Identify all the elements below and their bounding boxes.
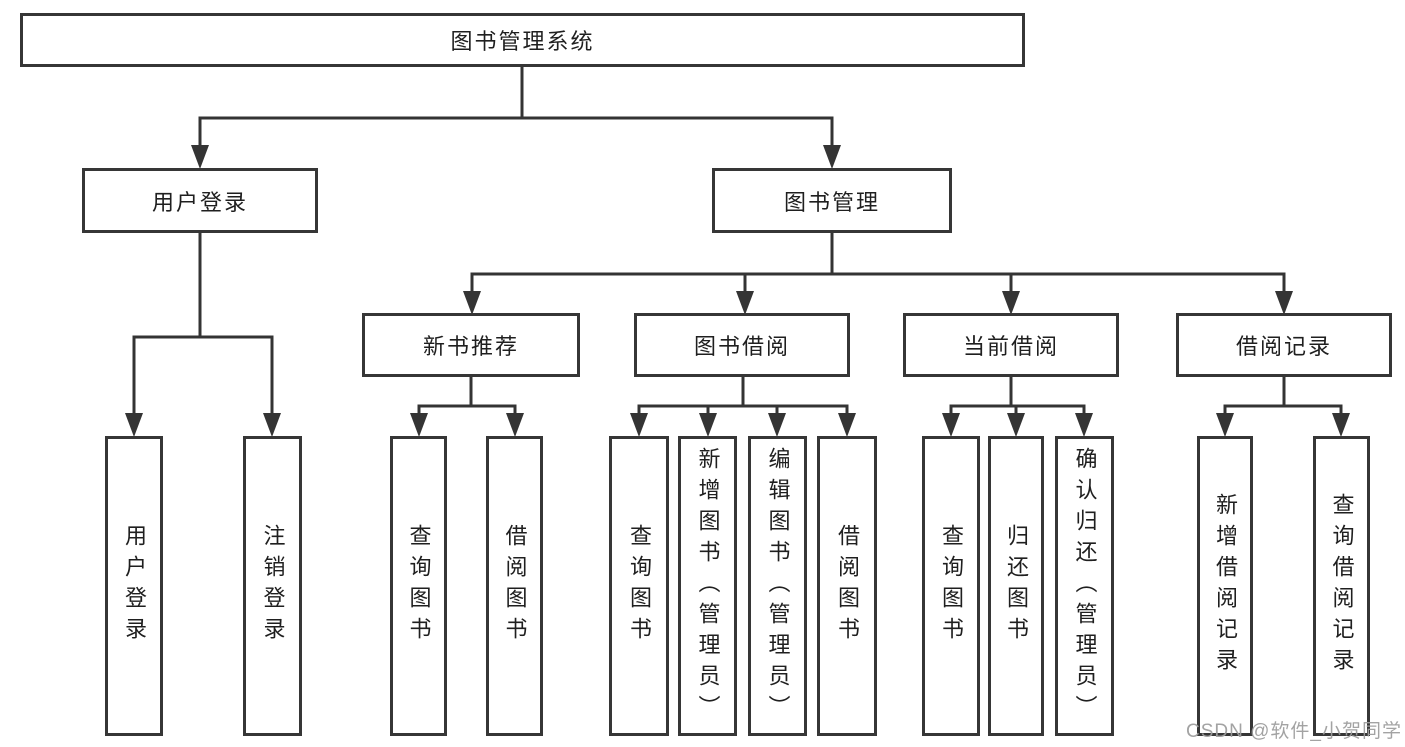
leaf-borrow-books: 借阅图书 <box>817 436 877 736</box>
edge-book-borrow-split <box>630 377 856 437</box>
leaf-query-books-current: 查询图书 <box>922 436 980 736</box>
leaf-confirm-return-admin: 确认归还（管理员） <box>1055 436 1114 736</box>
leaf-edit-book-admin: 编辑图书（管理员） <box>748 436 807 736</box>
edge-current-borrow-split <box>942 377 1093 437</box>
node-new-book-recommendation: 新书推荐 <box>362 313 580 377</box>
leaf-return-book: 归还图书 <box>988 436 1044 736</box>
leaf-query-borrow-record: 查询借阅记录 <box>1313 436 1370 736</box>
leaf-query-books-borrow: 查询图书 <box>609 436 669 736</box>
node-library-system: 图书管理系统 <box>20 13 1025 67</box>
edge-book-mgmt-split <box>463 233 1293 315</box>
leaf-query-books-rec: 查询图书 <box>390 436 447 736</box>
node-book-management: 图书管理 <box>712 168 952 233</box>
leaf-user-login: 用户登录 <box>105 436 163 736</box>
edge-root-split <box>191 67 841 169</box>
node-current-borrowing: 当前借阅 <box>903 313 1119 377</box>
csdn-watermark: CSDN @软件_小贺同学 <box>1186 721 1402 742</box>
node-borrowing-records: 借阅记录 <box>1176 313 1392 377</box>
node-book-borrowing: 图书借阅 <box>634 313 850 377</box>
node-user-login: 用户登录 <box>82 168 318 233</box>
edge-new-book-rec-split <box>410 377 524 437</box>
leaf-add-book-admin: 新增图书（管理员） <box>678 436 737 736</box>
leaf-add-borrow-record: 新增借阅记录 <box>1197 436 1253 736</box>
leaf-borrow-books-rec: 借阅图书 <box>486 436 543 736</box>
edge-borrow-records-split <box>1216 377 1350 437</box>
edge-user-login-split <box>125 232 281 437</box>
leaf-logout: 注销登录 <box>243 436 302 736</box>
